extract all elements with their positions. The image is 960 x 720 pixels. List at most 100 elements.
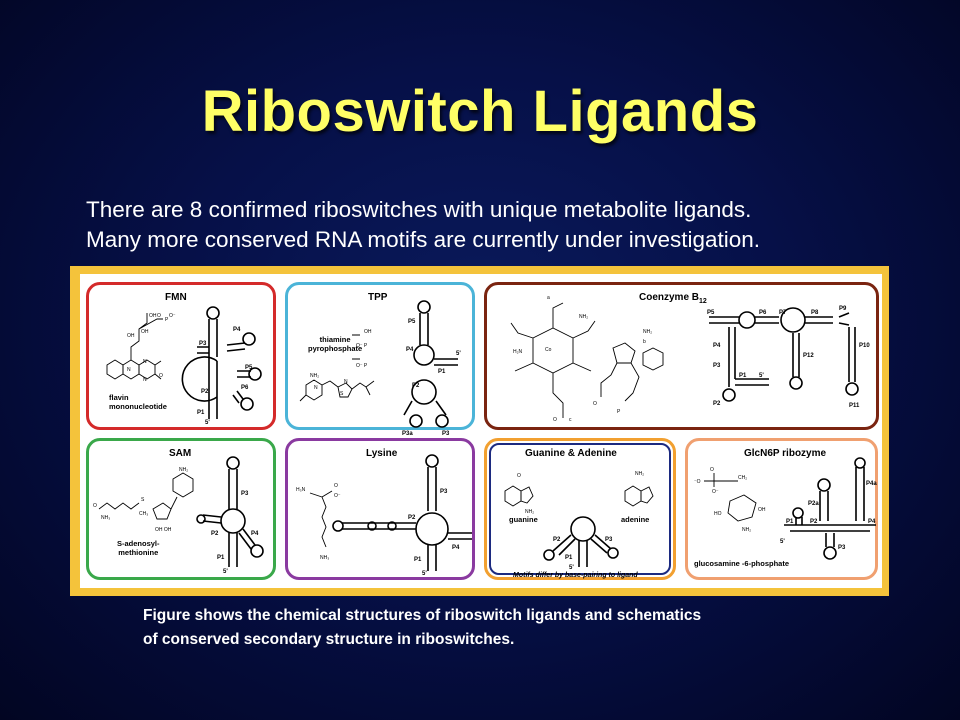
svg-text:P4: P4 xyxy=(868,519,876,525)
lysine-ligand-structure-image: H₃N O O⁻ NH₃ xyxy=(296,483,341,561)
slide-title: Riboswitch Ligands xyxy=(201,79,759,144)
svg-text:P3: P3 xyxy=(440,489,448,495)
panel-glcn6p-ligand-label: glucosamine -6-phosphate xyxy=(694,559,790,568)
guanine-label: guanine xyxy=(509,515,538,524)
svg-text:a: a xyxy=(547,295,550,301)
svg-text:H₃N: H₃N xyxy=(296,487,306,493)
svg-text:N: N xyxy=(143,359,147,365)
svg-text:P12: P12 xyxy=(803,353,814,359)
svg-text:N: N xyxy=(127,367,131,373)
svg-text:O: O xyxy=(553,417,557,423)
panel-guanine-title: Guanine & Adenine xyxy=(525,448,617,459)
svg-text:P3: P3 xyxy=(713,363,721,369)
svg-text:H₂N: H₂N xyxy=(513,349,523,355)
svg-text:OH: OH xyxy=(127,333,135,339)
svg-text:O⁻ P: O⁻ P xyxy=(356,343,368,349)
svg-text:P6: P6 xyxy=(759,310,767,316)
svg-text:P: P xyxy=(617,409,621,415)
svg-text:P3: P3 xyxy=(241,491,249,497)
svg-text:5': 5' xyxy=(759,373,764,379)
svg-text:5': 5' xyxy=(422,571,427,577)
svg-text:N: N xyxy=(344,379,348,385)
panel-lysine-title: Lysine xyxy=(366,448,398,459)
svg-text:O: O xyxy=(93,503,97,509)
svg-text:NH₃: NH₃ xyxy=(101,515,110,521)
svg-text:NH₂: NH₂ xyxy=(643,329,652,335)
svg-text:NH₂: NH₂ xyxy=(310,373,319,379)
svg-text:P3: P3 xyxy=(199,341,207,347)
svg-text:P5: P5 xyxy=(707,310,715,316)
svg-text:P2: P2 xyxy=(412,383,420,389)
panel-tpp-ligand-label: thiamine pyrophosphate xyxy=(308,335,363,353)
svg-text:P2: P2 xyxy=(201,389,209,395)
svg-text:OH: OH xyxy=(758,507,766,513)
caption-line-2: of conserved secondary structure in ribo… xyxy=(143,631,515,648)
svg-text:P2: P2 xyxy=(211,531,219,537)
svg-text:b: b xyxy=(643,339,646,345)
svg-text:P3a: P3a xyxy=(402,431,413,437)
caption-line-1: Figure shows the chemical structures of … xyxy=(143,607,702,624)
svg-text:P1: P1 xyxy=(739,373,747,379)
intro-line-1: There are 8 confirmed riboswitches with … xyxy=(86,197,752,222)
svg-text:NH₂: NH₂ xyxy=(635,471,644,477)
panel-sam-ligand-label: S-adenosyl- methionine xyxy=(117,539,160,557)
svg-text:P2a: P2a xyxy=(808,501,819,507)
svg-text:O⁻: O⁻ xyxy=(334,493,341,499)
panel-guanine-inner-border xyxy=(489,443,671,575)
svg-text:NH₃: NH₃ xyxy=(320,555,329,561)
panel-sam-title: SAM xyxy=(169,448,192,459)
adenine-label: adenine xyxy=(621,515,650,524)
svg-text:N: N xyxy=(143,377,147,383)
panel-fmn-title: FMN xyxy=(165,292,187,303)
svg-text:OH OH: OH OH xyxy=(155,527,172,533)
svg-text:P8: P8 xyxy=(811,310,819,316)
panel-coenzyme-title: Coenzyme B12 xyxy=(639,292,707,305)
svg-text:P1: P1 xyxy=(217,555,225,561)
svg-text:P3: P3 xyxy=(605,537,613,543)
svg-text:P6: P6 xyxy=(241,385,249,391)
svg-text:c: c xyxy=(569,417,572,423)
svg-text:NH₂: NH₂ xyxy=(525,509,534,515)
svg-text:NH₂: NH₂ xyxy=(742,527,751,533)
svg-text:P1: P1 xyxy=(414,557,422,563)
svg-text:NH₂: NH₂ xyxy=(179,467,188,473)
svg-text:OH: OH xyxy=(149,313,157,319)
figure-caption: Figure shows the chemical structures of … xyxy=(143,604,701,652)
svg-text:P: P xyxy=(165,317,169,323)
svg-text:5': 5' xyxy=(205,420,210,426)
svg-text:O⁻ P: O⁻ P xyxy=(356,363,368,369)
svg-text:Co: Co xyxy=(545,347,552,353)
panel-fmn-ligand-label: flavin mononucleotide xyxy=(109,393,167,411)
panel-coenzyme-title-subscript: 12 xyxy=(699,298,707,305)
svg-text:CH₃: CH₃ xyxy=(139,511,148,517)
svg-text:P2: P2 xyxy=(408,515,416,521)
svg-text:P9: P9 xyxy=(839,306,847,312)
svg-text:P1: P1 xyxy=(438,369,446,375)
svg-text:P11: P11 xyxy=(849,403,860,409)
svg-text:P5: P5 xyxy=(245,365,253,371)
svg-text:P5: P5 xyxy=(408,319,416,325)
svg-text:P2: P2 xyxy=(553,537,561,543)
panel-glcn6p-title: GlcN6P ribozyme xyxy=(744,448,827,459)
svg-text:OH: OH xyxy=(364,329,372,335)
intro-text: There are 8 confirmed riboswitches with … xyxy=(86,195,760,255)
svg-text:O: O xyxy=(334,483,338,489)
svg-text:P3: P3 xyxy=(838,545,846,551)
svg-text:P2: P2 xyxy=(713,401,721,407)
svg-text:NH₂: NH₂ xyxy=(579,314,588,320)
svg-text:5': 5' xyxy=(456,351,461,357)
svg-text:P2: P2 xyxy=(810,519,818,525)
